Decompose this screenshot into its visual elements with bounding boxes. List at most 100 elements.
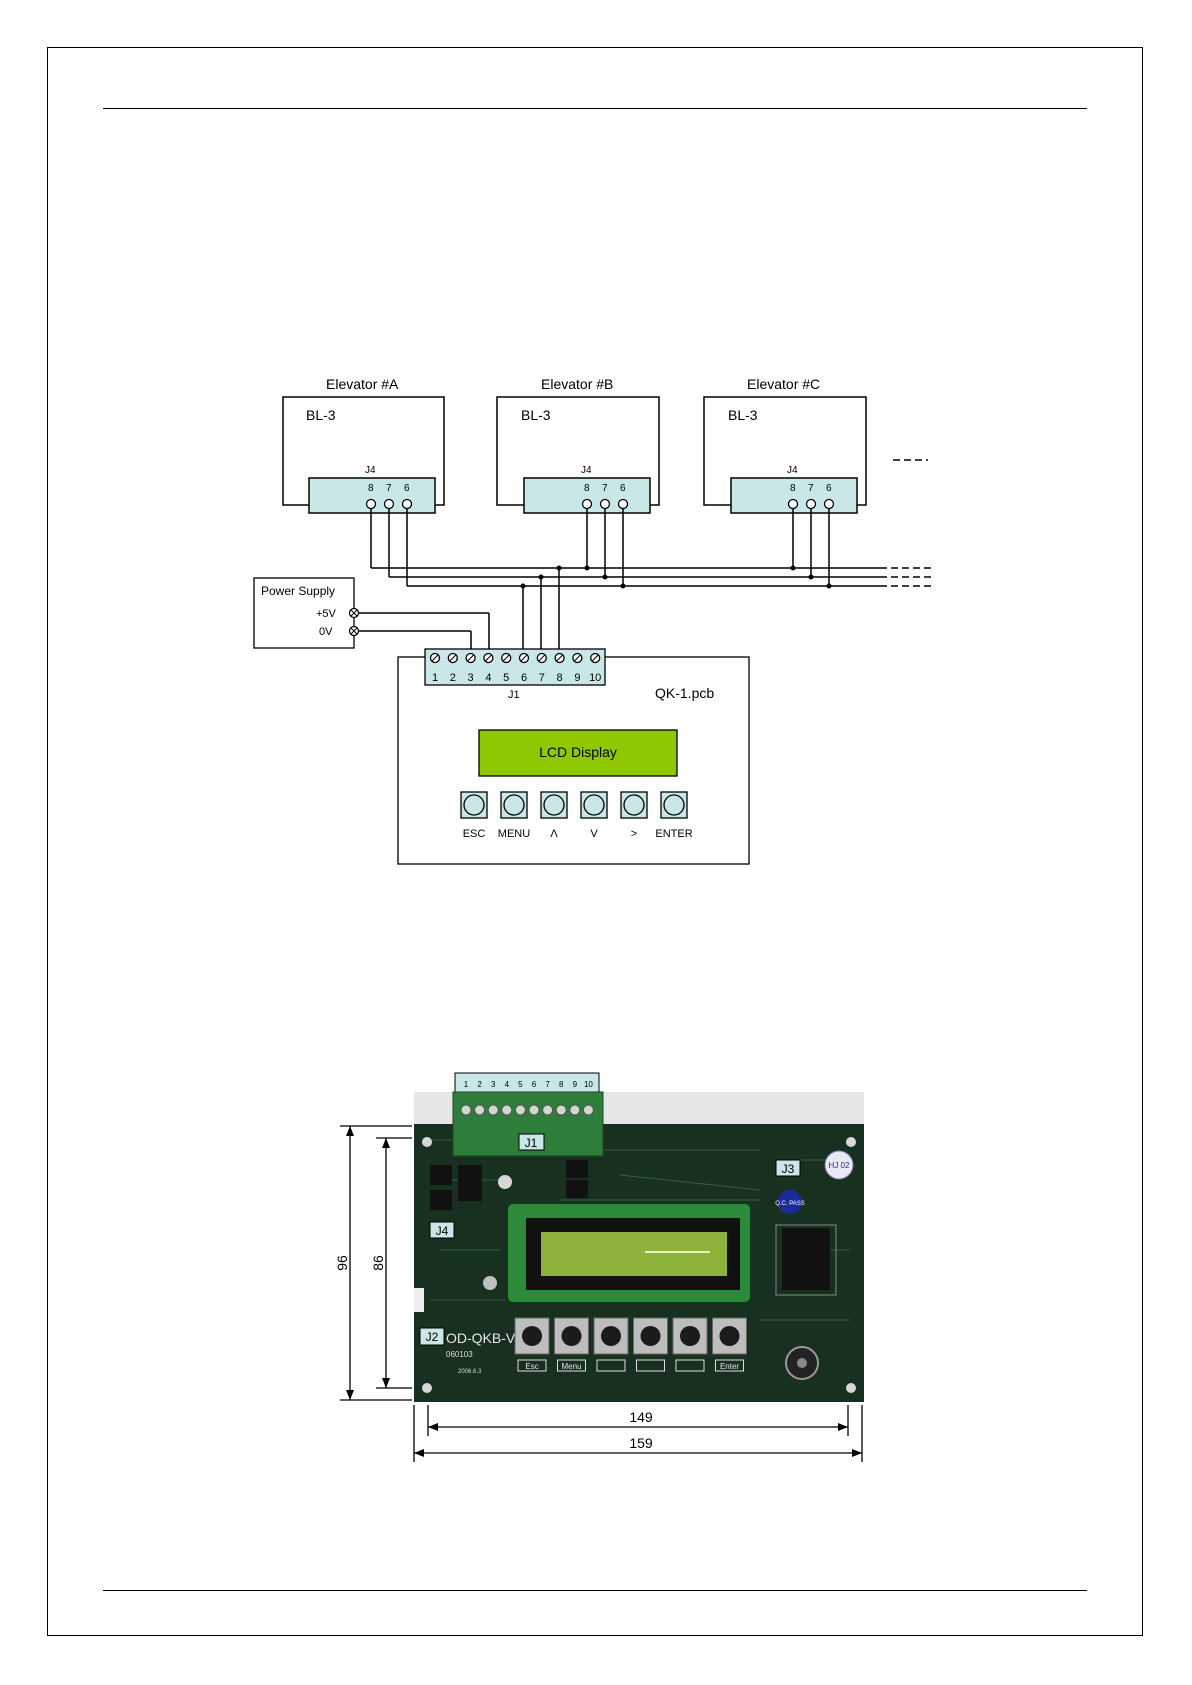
elevator-a-terminal xyxy=(403,500,412,509)
elevator-a: Elevator #A BL-3 J4 8 7 6 xyxy=(283,376,444,513)
elevator-a-title: Elevator #A xyxy=(326,376,399,392)
photo-button-cap xyxy=(680,1326,700,1346)
elevator-a-terminal xyxy=(385,500,394,509)
elevator-c-board: BL-3 xyxy=(728,407,758,423)
photo-j1-pin-label: 5 xyxy=(518,1080,523,1089)
elevator-c-pin-label: 8 xyxy=(790,483,796,494)
board-button-cap xyxy=(584,795,604,815)
photo-terminal-screw xyxy=(529,1105,539,1115)
elevator-b-pin-label: 7 xyxy=(602,483,608,494)
j1-pin-label: 6 xyxy=(521,672,527,684)
board-model-silkscreen: OD-QKB-V2 xyxy=(446,1330,523,1346)
board-date-silkscreen: 2006.6.3 xyxy=(458,1369,482,1375)
dimension-outer-width: 159 xyxy=(629,1435,653,1451)
board-button-cap xyxy=(624,795,644,815)
board-name: QK-1.pcb xyxy=(655,685,714,701)
elevator-c-pin-label: 6 xyxy=(826,483,832,494)
capacitor xyxy=(483,1276,497,1290)
photo-j1-pin-label: 9 xyxy=(573,1080,578,1089)
bus-continuation xyxy=(880,568,935,586)
board-button-cap xyxy=(464,795,484,815)
elevator-b-title: Elevator #B xyxy=(541,376,613,392)
elevator-b-pin-label: 6 xyxy=(620,483,626,494)
photo-button-cap xyxy=(601,1326,621,1346)
photo-button-label: Esc xyxy=(525,1362,538,1371)
j3-tag-label: J3 xyxy=(782,1162,795,1176)
board-button-label: V xyxy=(590,828,598,840)
capacitor xyxy=(498,1175,512,1189)
elevator-b-pin-label: 8 xyxy=(584,483,590,494)
power-plus-label: +5V xyxy=(316,608,337,620)
j1-pin-label: 7 xyxy=(539,672,545,684)
j4-tag-label: J4 xyxy=(436,1224,449,1238)
photo-lcd-screen xyxy=(541,1232,727,1276)
j1-pin-label: 9 xyxy=(574,672,580,684)
photo-j1-pin-label: 1 xyxy=(464,1080,469,1089)
photo-terminal-screw xyxy=(570,1105,580,1115)
j1-tag-label: J1 xyxy=(525,1136,538,1150)
elevator-c-terminal xyxy=(789,500,798,509)
j1-pin-label: 8 xyxy=(557,672,563,684)
photo-j1-pin-label: 8 xyxy=(559,1080,564,1089)
j1-pin-label: 1 xyxy=(432,672,438,684)
elevator-a-connector-label: J4 xyxy=(365,465,376,476)
board-code-silkscreen: 060103 xyxy=(446,1350,473,1359)
j2-connector xyxy=(414,1288,424,1312)
photo-terminal-screw xyxy=(502,1105,512,1115)
elevator-b-connector-label: J4 xyxy=(581,465,592,476)
board-button-label: MENU xyxy=(498,828,530,840)
elevator-c: Elevator #C BL-3 J4 8 7 6 xyxy=(704,376,866,513)
elevator-a-terminal xyxy=(367,500,376,509)
board-button-label: ESC xyxy=(463,828,486,840)
hj-sticker-label: HJ 02 xyxy=(829,1161,850,1170)
photo-button-label: Menu xyxy=(561,1362,581,1371)
elevator-c-terminal xyxy=(807,500,816,509)
elevator-c-title: Elevator #C xyxy=(747,376,820,392)
power-zero-label: 0V xyxy=(319,626,333,638)
photo-j1-pin-label: 6 xyxy=(532,1080,537,1089)
dimension-outer-height: 96 xyxy=(334,1255,350,1271)
j1-pin-label: 2 xyxy=(450,672,456,684)
photo-button-cap xyxy=(720,1326,740,1346)
elevator-b-board: BL-3 xyxy=(521,407,551,423)
photo-button-cap xyxy=(522,1326,542,1346)
qc-pass-label: Q.C. PASS xyxy=(775,1201,805,1207)
photo-j1-pin-label: 3 xyxy=(491,1080,496,1089)
j1-pin-label: 3 xyxy=(468,672,474,684)
elevator-b-terminal xyxy=(619,500,628,509)
buzzer-center xyxy=(797,1358,807,1368)
photo-button-cap xyxy=(641,1326,661,1346)
photo-j1-pin-label: 4 xyxy=(505,1080,510,1089)
power-supply-title: Power Supply xyxy=(261,584,335,598)
photo-terminal-screw xyxy=(488,1105,498,1115)
elevator-a-pin-label: 7 xyxy=(386,483,392,494)
j1-label: J1 xyxy=(508,689,520,701)
lcd-display-label: LCD Display xyxy=(539,744,617,760)
dimension-inner-height: 86 xyxy=(370,1255,386,1271)
board-button-cap xyxy=(664,795,684,815)
photo-terminal-screw xyxy=(461,1105,471,1115)
photo-button-cap xyxy=(562,1326,582,1346)
elevator-a-pin-label: 6 xyxy=(404,483,410,494)
photo-j1-pin-label: 7 xyxy=(545,1080,550,1089)
j1-pin-label: 5 xyxy=(503,672,509,684)
elevator-b-terminal xyxy=(601,500,610,509)
j1-pin-label: 4 xyxy=(485,672,491,684)
j2-tag-label: J2 xyxy=(426,1330,439,1344)
photo-button-label: Enter xyxy=(720,1362,739,1371)
elevator-c-pin-label: 7 xyxy=(808,483,814,494)
photo-j1-pin-label: 2 xyxy=(477,1080,482,1089)
power-supply: Power Supply +5V 0V xyxy=(254,578,359,648)
elevator-a-pin-label: 8 xyxy=(368,483,374,494)
photo-terminal-screw xyxy=(583,1105,593,1115)
board-button-cap xyxy=(544,795,564,815)
dimension-inner-width: 149 xyxy=(629,1409,653,1425)
board-button-cap xyxy=(504,795,524,815)
elevator-c-terminal xyxy=(825,500,834,509)
elevator-b: Elevator #B BL-3 J4 8 7 6 xyxy=(497,376,659,513)
photo-terminal-screw xyxy=(556,1105,566,1115)
photo-terminal-screw xyxy=(515,1105,525,1115)
